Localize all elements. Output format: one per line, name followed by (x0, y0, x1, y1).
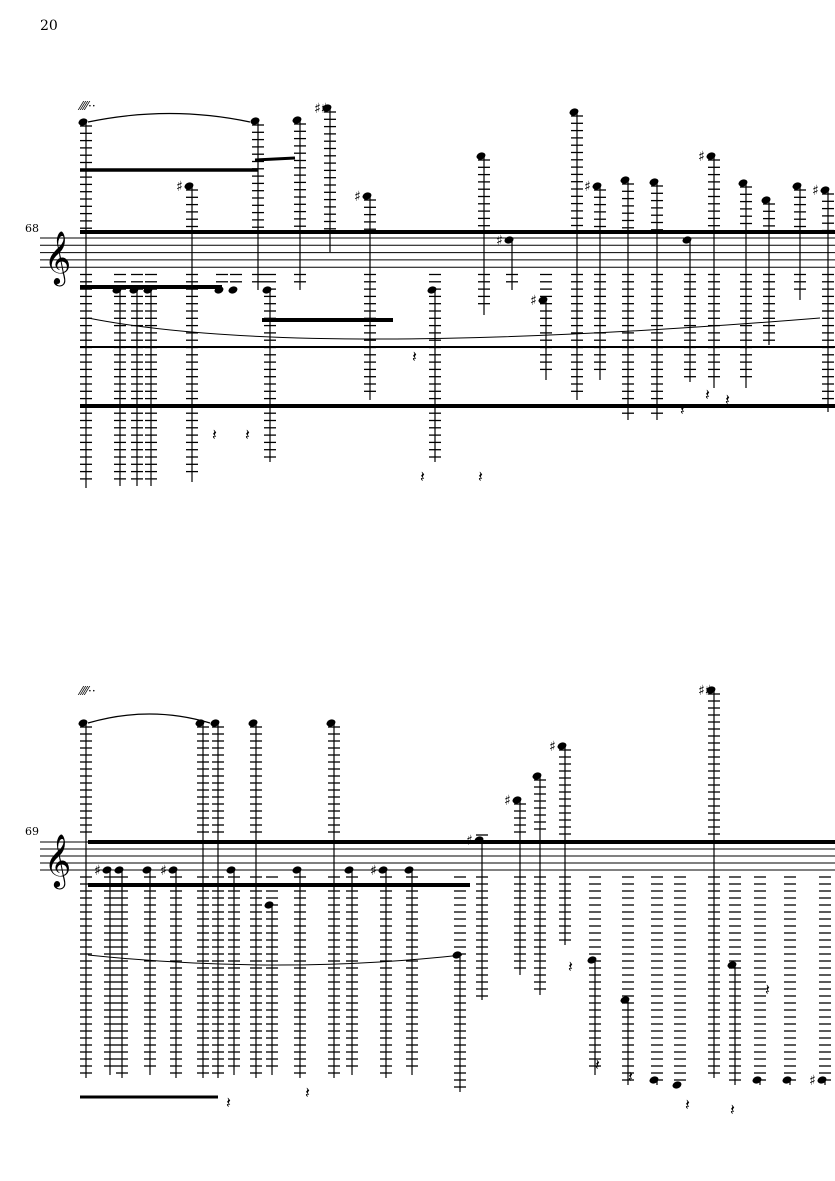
rest-icon: 𝄽 (705, 385, 710, 404)
accidental-icon: ♯ (584, 179, 591, 195)
notehead (620, 996, 630, 1004)
notehead (817, 1076, 827, 1084)
notehead (404, 866, 414, 874)
accidental-icon: ♯ (160, 863, 167, 879)
accidental-icon: ♯ (809, 1073, 816, 1089)
notehead (427, 286, 437, 294)
notehead (362, 192, 372, 200)
accidental-icon: ♯ (504, 793, 511, 809)
notehead (168, 866, 178, 874)
rest-icon: 𝄽 (680, 400, 685, 419)
notehead (228, 286, 238, 294)
accidental-icon: ♯ (370, 863, 377, 879)
notehead (569, 108, 579, 116)
rest-icon: 𝄽 (765, 980, 770, 999)
notehead (504, 236, 514, 244)
notehead (226, 866, 236, 874)
notehead (142, 866, 152, 874)
accidental-icon: ♯ (812, 183, 819, 199)
accidental-icon: ♯♯ (698, 683, 712, 699)
accidental-icon: ♯♯ (314, 101, 328, 117)
notehead (114, 866, 124, 874)
notehead (292, 866, 302, 874)
notehead (210, 719, 220, 727)
accidental-icon: ♯ (530, 293, 537, 309)
measure-number-69: 69 (25, 825, 39, 838)
notehead (78, 719, 88, 727)
rest-icon: 𝄽 (226, 1093, 231, 1112)
notehead (326, 719, 336, 727)
notehead (476, 152, 486, 160)
accidental-icon: ♯ (549, 739, 556, 755)
rest-icon: 𝄽 (595, 1055, 600, 1074)
accidental-icon: ♯ (176, 179, 183, 195)
notehead (322, 104, 332, 112)
notehead (452, 951, 462, 959)
rest-icon: 𝄽 (628, 1067, 633, 1086)
notehead (706, 152, 716, 160)
rest-icon: 𝄽 (420, 467, 425, 486)
notehead (102, 866, 112, 874)
beam (254, 156, 296, 162)
notehead (738, 179, 748, 187)
tremolo-mark: ⁄⁄⁄⁄·· (77, 99, 96, 113)
rest-icon: 𝄽 (730, 1100, 735, 1119)
notehead (184, 182, 194, 190)
rest-icon: 𝄽 (725, 390, 730, 409)
notehead (250, 117, 260, 125)
rest-icon: 𝄽 (212, 425, 217, 444)
accidental-icon: ♯ (354, 189, 361, 205)
notehead (78, 118, 88, 126)
notehead (782, 1076, 792, 1084)
notehead (262, 286, 272, 294)
rest-icon: 𝄽 (245, 425, 250, 444)
notehead (649, 178, 659, 186)
notehead (620, 176, 630, 184)
notehead (752, 1076, 762, 1084)
notehead (557, 742, 567, 750)
tie (87, 112, 251, 123)
notehead (649, 1076, 659, 1084)
tremolo-mark: ⁄⁄⁄⁄·· (77, 684, 96, 698)
notehead (512, 796, 522, 804)
rest-icon: 𝄽 (412, 347, 417, 366)
rest-icon: 𝄽 (568, 957, 573, 976)
slur (87, 954, 463, 966)
notehead (538, 296, 548, 304)
tie (87, 713, 211, 724)
notehead (587, 956, 597, 964)
rest-icon: 𝄽 (685, 1095, 690, 1114)
notehead (248, 719, 258, 727)
notehead (761, 196, 771, 204)
notehead (792, 182, 802, 190)
notehead (672, 1081, 682, 1089)
measure-number-68: 68 (25, 222, 39, 235)
treble-clef: 𝄞 (44, 230, 71, 286)
notehead (706, 686, 716, 694)
notehead (682, 236, 692, 244)
rest-icon: 𝄽 (478, 467, 483, 486)
notehead (592, 182, 602, 190)
page-number: 20 (40, 18, 58, 34)
notehead (264, 901, 274, 909)
notehead (378, 866, 388, 874)
notehead (532, 772, 542, 780)
accidental-icon: ♯ (698, 149, 705, 165)
notehead (344, 866, 354, 874)
accidental-icon: ♯ (496, 233, 503, 249)
notehead (727, 961, 737, 969)
slur (87, 317, 821, 340)
treble-clef: 𝄞 (44, 833, 71, 889)
notehead (292, 116, 302, 124)
rest-icon: 𝄽 (305, 1083, 310, 1102)
accidental-icon: ♯ (94, 863, 101, 879)
notehead (820, 186, 830, 194)
